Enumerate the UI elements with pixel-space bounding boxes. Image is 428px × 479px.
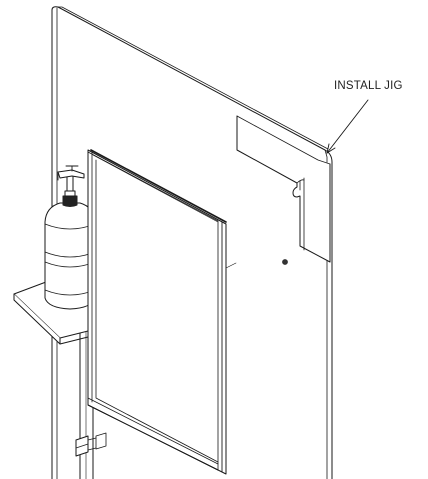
install-jig xyxy=(236,115,331,263)
callout-leader xyxy=(326,99,369,154)
sanitizer-bottle xyxy=(44,165,96,310)
install-jig-label: INSTALL JIG xyxy=(334,80,403,92)
mounting-hole xyxy=(282,259,288,265)
mirror-frame xyxy=(87,149,227,475)
